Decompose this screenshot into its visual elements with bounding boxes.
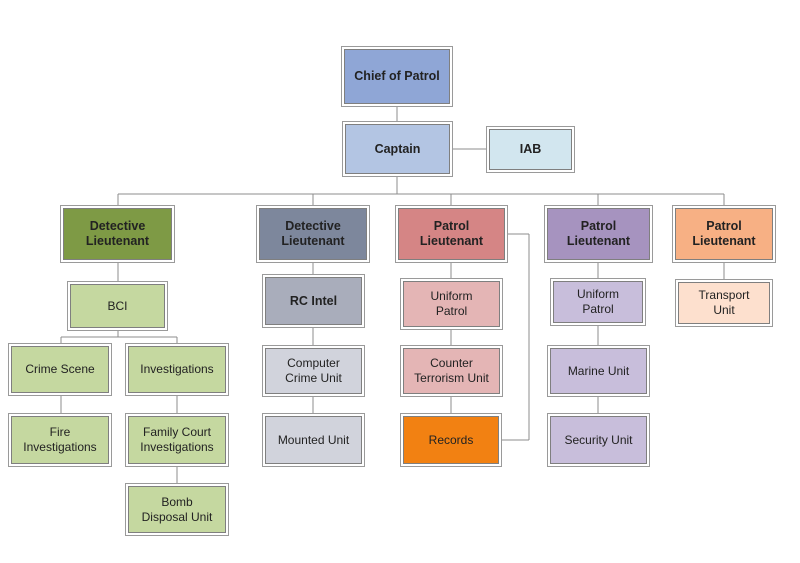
node-uniform-patrol-1: Uniform Patrol [400,278,503,330]
node-label: Transport Unit [698,288,750,317]
node-label: Investigations [140,362,214,376]
node-label: BCI [107,298,128,313]
node-label: Uniform Patrol [430,289,473,318]
node-chief-of-patrol: Chief of Patrol [341,46,453,107]
node-captain: Captain [342,121,453,177]
node-label: Detective Lieutenant [281,219,345,248]
node-label: Chief of Patrol [354,69,440,83]
node-label: Captain [374,141,421,156]
node-computer-crime-unit: Computer Crime Unit [262,345,365,397]
node-label: Patrol Lieutenant [692,219,756,248]
node-label: Security Unit [564,432,633,447]
node-label: Counter Terrorism Unit [414,356,489,385]
node-detective-lieutenant-2: Detective Lieutenant [256,205,370,263]
node-detective-lieutenant-1: Detective Lieutenant [60,205,175,263]
node-patrol-lieutenant-3: Patrol Lieutenant [672,205,776,263]
node-label: Family Court Investigations [140,425,214,454]
node-uniform-patrol-2: Uniform Patrol [550,278,646,326]
node-security-unit: Security Unit [547,413,650,467]
node-label: Patrol Lieutenant [419,219,484,248]
node-label: Bomb Disposal Unit [141,494,213,524]
node-label: IAB [519,142,542,156]
node-mounted-unit: Mounted Unit [262,413,365,467]
node-marine-unit: Marine Unit [547,345,650,397]
node-label: RC Intel [289,293,338,308]
node-label: Marine Unit [567,363,630,378]
node-patrol-lieutenant-2: Patrol Lieutenant [544,205,653,263]
node-label: Crime Scene [25,362,95,376]
node-label: Patrol Lieutenant [566,219,631,248]
node-label: Detective Lieutenant [85,219,150,248]
node-iab: IAB [486,126,575,173]
node-label: Fire Investigations [23,425,97,454]
node-transport-unit: Transport Unit [675,279,773,327]
node-label: Mounted Unit [277,432,350,447]
node-rc-intel: RC Intel [262,274,365,328]
node-investigations: Investigations [125,343,229,396]
node-label: Computer Crime Unit [285,356,342,385]
node-crime-scene: Crime Scene [8,343,112,396]
node-fire-investigations: Fire Investigations [8,413,112,467]
node-label: Uniform Patrol [576,287,619,316]
node-patrol-lieutenant-1: Patrol Lieutenant [395,205,508,263]
node-label: Records [428,432,474,447]
node-counter-terrorism-unit: Counter Terrorism Unit [400,345,503,397]
node-family-court-investigations: Family Court Investigations [125,413,229,467]
node-bci: BCI [67,281,168,331]
node-bomb-disposal-unit: Bomb Disposal Unit [125,483,229,536]
node-records: Records [400,413,502,467]
